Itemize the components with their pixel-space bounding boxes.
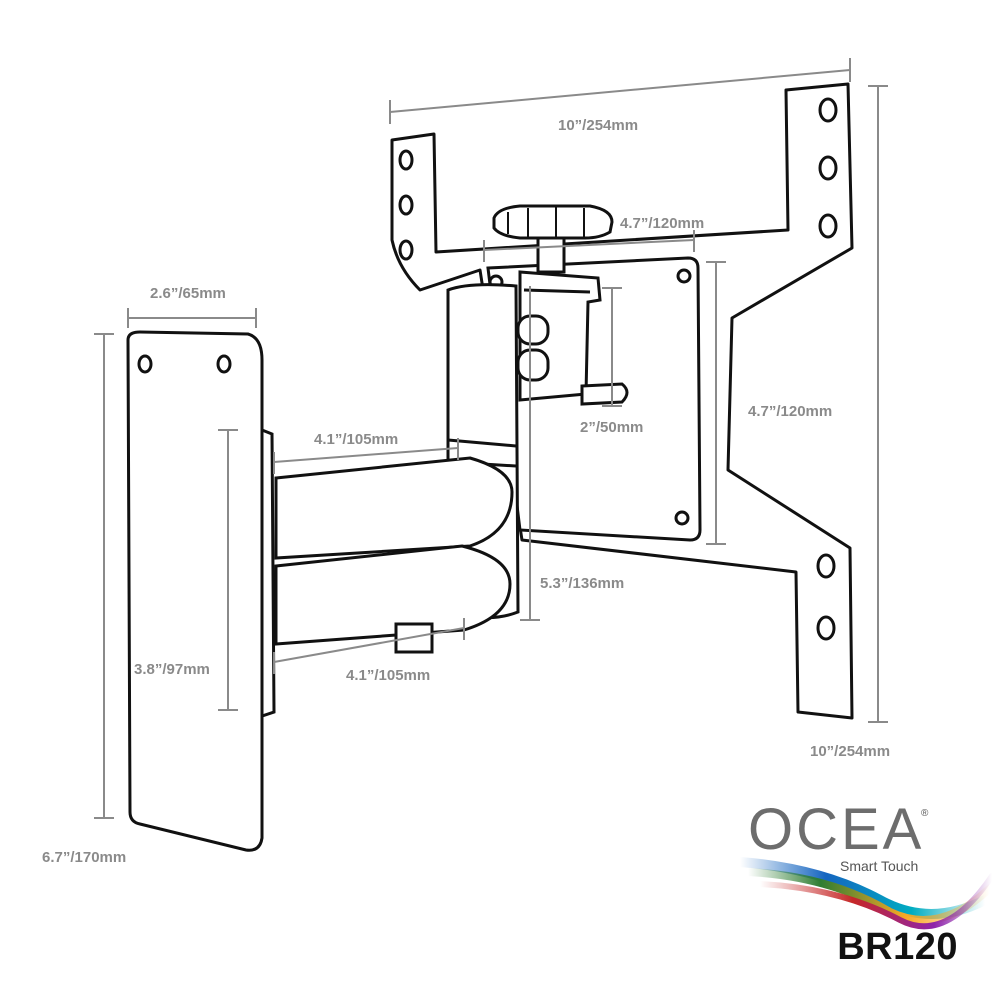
dim-wall-holes: 3.8”/97mm: [134, 661, 210, 678]
dim-wall-height: 6.7”/170mm: [42, 849, 126, 866]
arm-bottom-pin: [394, 622, 434, 654]
dim-plate-width: 10”/254mm: [558, 117, 638, 134]
arm-lower: [274, 544, 512, 646]
dim-wall-width: 2.6”/65mm: [150, 285, 226, 302]
brand-registered-mark: ®: [921, 808, 929, 819]
brand-tagline: Smart Touch: [840, 858, 919, 874]
dimension-lines: [94, 58, 888, 819]
arm-upper: [274, 456, 514, 560]
dim-vesa-height: 4.7”/120mm: [748, 403, 832, 420]
brand-ribbon: [735, 857, 995, 930]
model-number: BR120: [837, 926, 958, 968]
dim-plate-height: 10”/254mm: [810, 743, 890, 760]
tilt-head: [516, 270, 629, 406]
tilt-knob: [492, 204, 614, 274]
brand-logo: OCEA: [748, 797, 925, 862]
dim-vesa-width: 4.7”/120mm: [620, 215, 704, 232]
dim-head-drop: 5.3”/136mm: [540, 575, 624, 592]
tv-plate-holes: [398, 97, 838, 641]
wall-plate: [126, 330, 276, 852]
dim-tilt-height: 2”/50mm: [580, 419, 643, 436]
dim-arm-lower: 4.1”/105mm: [346, 667, 430, 684]
dim-arm-upper: 4.1”/105mm: [314, 431, 398, 448]
